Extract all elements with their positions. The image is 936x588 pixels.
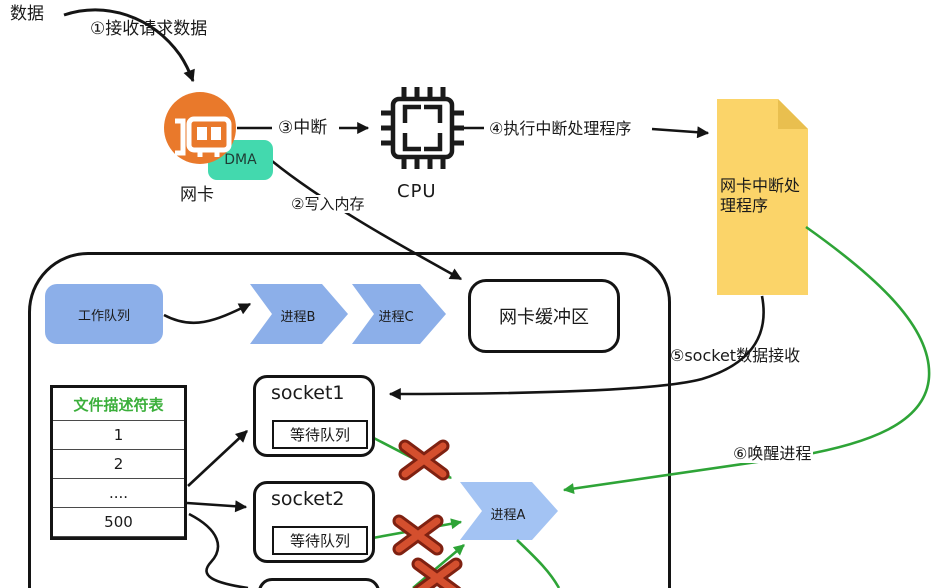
- socket1-box: socket1 等待队列: [253, 375, 375, 457]
- step1-label: ①接收请求数据: [90, 19, 208, 39]
- arrow-workqueue-to-processb: [163, 302, 252, 325]
- red-x-icon: [411, 557, 463, 588]
- wait-queue-box: 等待队列: [272, 420, 368, 449]
- nic-circle: [164, 92, 236, 164]
- dma-label: DMA: [224, 152, 257, 168]
- fd-table-header: 文件描述符表: [73, 395, 164, 414]
- document-icon: [717, 99, 808, 295]
- arrow-dma-write-memory: [271, 159, 463, 281]
- arrow-receive-data: [63, 8, 195, 83]
- arrow-table-to-socket2: [186, 500, 248, 513]
- black-connectors: [63, 8, 765, 588]
- arrow-waitq3-to-processa: [412, 544, 465, 588]
- work-queue-label: 工作队列: [77, 308, 130, 324]
- cpu-label: CPU: [397, 181, 437, 202]
- fd-table-row: 500: [53, 507, 184, 536]
- work-queue-box: 工作队列: [45, 284, 163, 344]
- curve-processa-down: [516, 539, 561, 588]
- step2-label: ②写入内存: [289, 195, 367, 213]
- arrow-socket-data-receive: [388, 295, 765, 400]
- nic-buffer-box: 网卡缓冲区: [468, 279, 620, 353]
- kernel-container-outline: [28, 252, 671, 588]
- process-b-label: 进程B: [280, 310, 316, 325]
- socket2-box: socket2 等待队列: [253, 481, 375, 563]
- process-a-shape: [460, 482, 558, 540]
- process-c-shape: [352, 284, 446, 344]
- step4-label: ④执行中断处理程序: [489, 119, 632, 138]
- step3-label: ③中断: [278, 118, 328, 138]
- socket2-title: socket2: [271, 488, 345, 510]
- nic-label: 网卡: [180, 185, 214, 205]
- curve-table-to-socket3: [188, 512, 249, 588]
- fd-table-row: 1: [53, 420, 184, 449]
- process-a-label: 进程A: [490, 508, 526, 523]
- nic-buffer-label: 网卡缓冲区: [499, 307, 589, 328]
- wait-queue-box: 等待队列: [272, 526, 368, 555]
- step6-label: ⑥唤醒进程: [731, 444, 814, 464]
- socket3-box: [258, 578, 380, 588]
- interrupt-handler-doc-label: 网卡中断处理程序: [720, 176, 801, 215]
- arrow-wakeup-process: [562, 225, 931, 495]
- network-card-icon: [175, 116, 232, 157]
- arrow-step4-to-doc: [651, 126, 710, 139]
- data-label: 数据: [10, 4, 44, 24]
- fd-table-empty-row: [53, 536, 184, 537]
- socket1-title: socket1: [271, 382, 345, 404]
- fd-table-row: 2: [53, 449, 184, 478]
- process-c-label: 进程C: [378, 310, 414, 325]
- cpu-chip-icon: [381, 87, 464, 169]
- red-x-icon: [398, 439, 450, 481]
- fd-table-row: ....: [53, 478, 184, 507]
- red-x-icon: [392, 514, 444, 556]
- process-b-shape: [250, 284, 348, 344]
- green-connectors: [365, 225, 931, 588]
- step5-label: ⑤socket数据接收: [670, 346, 801, 365]
- arrow-table-to-socket1: [187, 430, 248, 487]
- fd-table: 文件描述符表 1 2 .... 500: [50, 385, 187, 540]
